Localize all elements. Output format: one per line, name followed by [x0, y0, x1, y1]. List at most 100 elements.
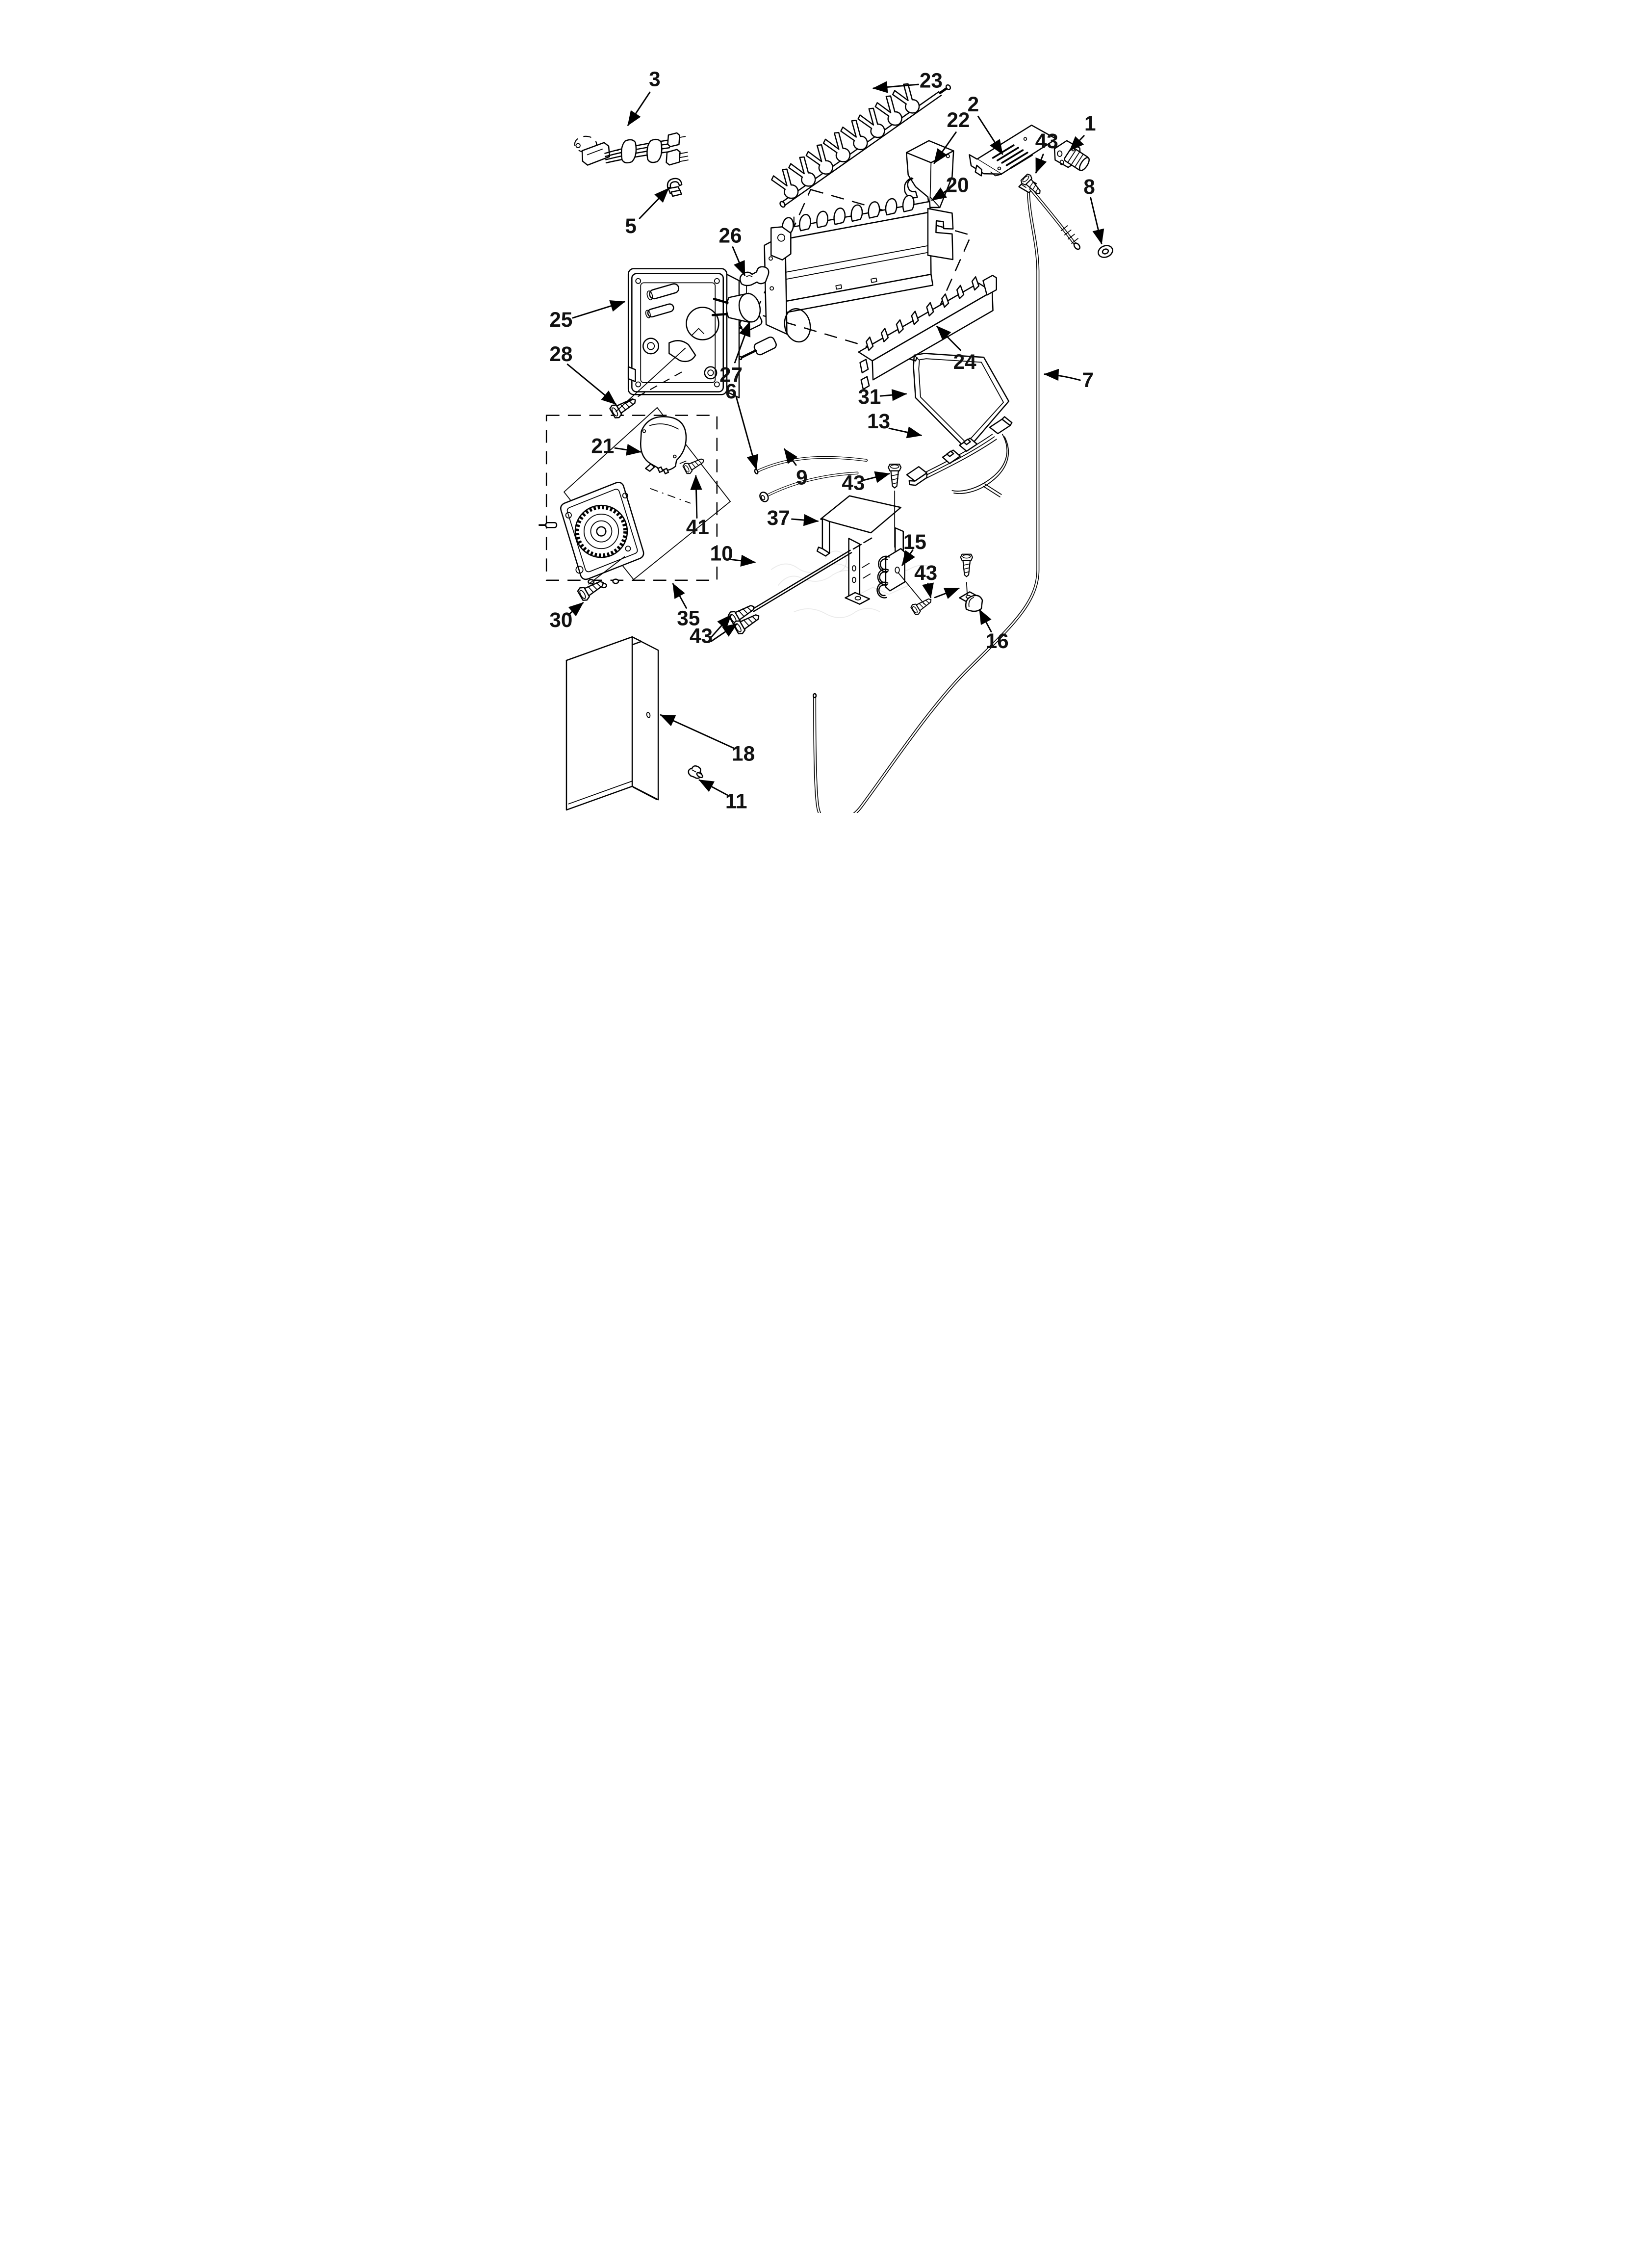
stripper-end-tab: [982, 275, 997, 296]
mold-end-hook: [927, 208, 954, 261]
arrow-2: [977, 115, 1003, 155]
icemaker-cover: [565, 636, 659, 811]
arrow-13: [888, 426, 923, 439]
arrow-16: [978, 609, 992, 632]
harness-strap: [646, 138, 663, 163]
harness-connector-bottom: [666, 149, 681, 166]
arrow-37: [791, 514, 819, 526]
arrow-10: [730, 554, 756, 567]
drive-motor: [640, 416, 687, 474]
retainer-clip: [667, 178, 683, 197]
diagram-page: 3 23 2 1 43 22 8 20 5 26 25 28 27 6 7 31…: [527, 0, 1115, 813]
stripper-foot: [859, 359, 869, 374]
arrow-31: [879, 389, 907, 401]
callout-9: 9: [796, 466, 808, 489]
water-tube-9: [759, 471, 859, 502]
arrow-1: [1069, 135, 1085, 152]
callout-20: 20: [946, 173, 969, 196]
callout-16: 16: [986, 629, 1009, 652]
arrow-41: [690, 475, 702, 519]
arrow-26: [732, 246, 745, 276]
cable-clamp: [959, 591, 983, 612]
callout-3: 3: [649, 68, 661, 91]
callout-24: 24: [953, 350, 977, 373]
ice-stripper: [858, 275, 997, 390]
mounting-plane-outline: [564, 407, 731, 580]
arrow-35: [672, 583, 687, 609]
callout-5: 5: [625, 214, 637, 237]
arrow-27: [734, 321, 751, 364]
arrow-43d1: [710, 614, 732, 638]
icemaker-mold-assembly: [724, 194, 954, 361]
water-inlet-fitting: [1053, 140, 1090, 171]
arrow-43d2: [710, 623, 738, 642]
callout-43a: 43: [1035, 130, 1058, 153]
callout-13: 13: [867, 410, 890, 433]
fill-cup-clip: [903, 177, 918, 199]
callout-43d: 43: [690, 624, 713, 647]
callout-11: 11: [725, 789, 747, 812]
callout-35: 35: [677, 607, 700, 630]
vent-slots: [992, 144, 1033, 169]
wire-harness: [574, 132, 689, 166]
wire-shield: [913, 353, 1010, 451]
callout-7: 7: [1082, 368, 1094, 391]
callout-1: 1: [1084, 112, 1096, 135]
thermostat: [711, 276, 761, 323]
callout-21: 21: [591, 434, 614, 457]
screw-43: [888, 464, 902, 489]
arrow-5: [639, 187, 669, 219]
gear-plate-assembly: [539, 481, 644, 589]
mold-opening: [784, 308, 811, 343]
push-plug: [688, 765, 703, 779]
arrow-43c2: [934, 587, 960, 599]
arrow-28: [566, 364, 616, 405]
arrow-6: [735, 396, 759, 470]
clip-hooks: [876, 555, 890, 599]
arrow-22: [933, 131, 957, 164]
callout-23: 23: [920, 69, 943, 92]
arrow-43b: [862, 471, 890, 483]
callout-25: 25: [549, 308, 572, 331]
spring-clip: [876, 548, 905, 599]
harness-strap: [620, 139, 637, 164]
control-module-plate: [969, 124, 1057, 177]
washer-grommet: [1098, 245, 1113, 258]
harness-connector-left: [581, 142, 611, 166]
screw-43: [960, 553, 974, 577]
callout-37: 37: [767, 506, 790, 529]
arrow-43c1: [922, 582, 934, 599]
callout-43c: 43: [914, 561, 937, 584]
arrow-3: [627, 91, 651, 126]
callout-22: 22: [947, 108, 970, 131]
arrow-23: [872, 81, 919, 93]
mold-mounting-ear: [770, 226, 792, 261]
drive-gear: [574, 504, 628, 558]
actuator-rod: [751, 537, 872, 612]
callout-2: 2: [968, 93, 979, 116]
housing-cam: [686, 307, 719, 340]
callout-18: 18: [732, 742, 755, 765]
callout-8: 8: [1083, 175, 1095, 198]
callout-31: 31: [858, 385, 881, 408]
exploded-parts-diagram: 3 23 2 1 43 22 8 20 5 26 25 28 27 6 7 31…: [527, 0, 1115, 813]
arrow-9: [784, 448, 798, 466]
callout-41: 41: [686, 516, 709, 539]
cover-hole: [646, 712, 651, 718]
water-fill-tube: [812, 192, 1040, 813]
auxiliary-lines: [588, 347, 968, 605]
tube-open-end: [812, 693, 817, 699]
fill-tube-elbow: [1018, 178, 1080, 250]
callout-27: 27: [719, 363, 743, 386]
arrow-18: [660, 714, 736, 750]
stripper-foot: [860, 376, 870, 390]
arrow-43a: [1035, 154, 1047, 174]
callout-6: 6: [725, 380, 737, 403]
callout-26: 26: [719, 224, 742, 247]
wiring-harness-multi: [906, 416, 1013, 497]
leader-arrows: [566, 81, 1104, 796]
harness-connector-top: [667, 132, 681, 148]
tube-ribs: [1060, 225, 1078, 244]
arrow-7: [1044, 368, 1081, 381]
mold-standoff: [739, 336, 777, 361]
